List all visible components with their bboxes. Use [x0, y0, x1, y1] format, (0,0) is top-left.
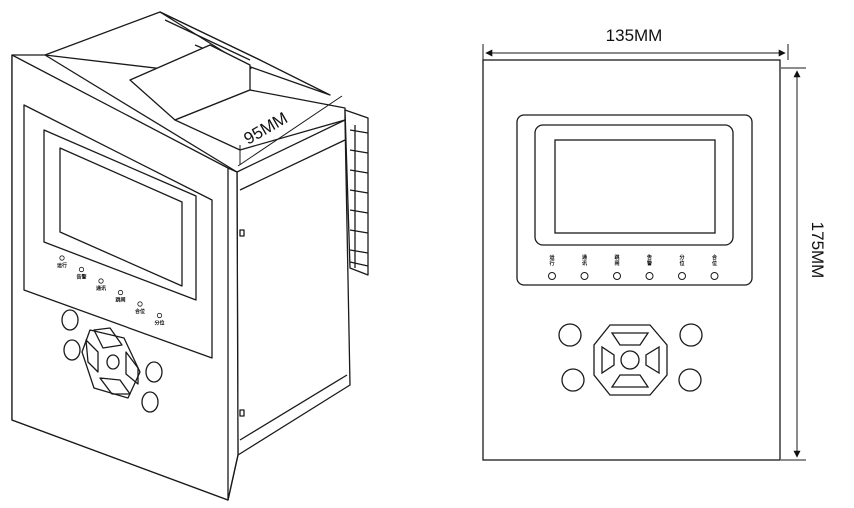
- iso-indicator-4: 合位: [134, 301, 145, 315]
- iso-indicator-label: 跳闸: [115, 297, 125, 304]
- indicator-led: [710, 272, 719, 280]
- dpad[interactable]: [593, 324, 668, 396]
- iso-indicator-0: 运行: [57, 255, 67, 269]
- indicator-label: 通讯: [582, 254, 587, 267]
- button-bottom-right[interactable]: [678, 368, 702, 392]
- front-keypad: [558, 323, 703, 396]
- iso-lcd-screen: [59, 147, 183, 287]
- iso-indicator-label: 通讯: [96, 285, 106, 292]
- indicator-label: 跳闸: [614, 254, 619, 267]
- indicator-0: 运行: [548, 254, 556, 280]
- indicator-label: 合位: [711, 254, 718, 267]
- indicator-3: 告警: [645, 254, 654, 280]
- dpad-center-key[interactable]: [620, 350, 640, 370]
- indicator-led: [580, 272, 589, 280]
- iso-dpad[interactable]: [81, 327, 141, 399]
- iso-indicator-label: 告警: [76, 274, 86, 281]
- iso-indicator-5: 分位: [154, 312, 165, 327]
- front-indicator-row: 运行 通讯 跳闸 告警 分位 合位: [548, 254, 719, 280]
- iso-indicator-led: [137, 301, 143, 307]
- button-bottom-left[interactable]: [561, 368, 585, 392]
- height-dimension: [781, 67, 806, 461]
- iso-button-top-left[interactable]: [61, 309, 79, 331]
- indicator-1: 通讯: [580, 254, 589, 280]
- dpad-down-key[interactable]: [610, 374, 650, 388]
- indicator-led: [678, 272, 686, 280]
- indicator-led: [645, 272, 654, 280]
- dpad-left-key[interactable]: [601, 345, 615, 375]
- indicator-label: 运行: [548, 254, 554, 267]
- housing-body: [44, 11, 369, 456]
- depth-dimension: [237, 95, 343, 167]
- iso-indicator-led: [156, 312, 163, 319]
- iso-indicator-led: [98, 278, 104, 284]
- iso-indicator-1: 告警: [76, 266, 87, 281]
- iso-keypad: [61, 309, 163, 413]
- iso-indicator-led: [117, 289, 124, 296]
- indicator-label: 告警: [646, 254, 652, 267]
- indicator-2: 跳闸: [613, 254, 621, 280]
- iso-button-bottom-right[interactable]: [141, 391, 159, 413]
- button-top-right[interactable]: [679, 323, 703, 347]
- front-lcd-screen: [554, 139, 716, 234]
- iso-button-bottom-left[interactable]: [63, 339, 81, 361]
- width-dimension-label: 135MM: [606, 26, 663, 45]
- dpad-right-key[interactable]: [645, 345, 660, 375]
- width-dimension: [482, 44, 789, 60]
- indicator-label: 分位: [679, 254, 684, 267]
- dpad-up-key[interactable]: [610, 332, 650, 346]
- indicator-4: 分位: [678, 254, 686, 280]
- front-view: 运行 通讯 跳闸 告警 分位 合位: [482, 44, 806, 461]
- indicator-led: [613, 272, 621, 280]
- terminal-fins: [344, 109, 369, 276]
- indicator-5: 合位: [710, 254, 719, 280]
- iso-indicator-label: 运行: [57, 262, 67, 269]
- indicator-led: [548, 272, 556, 280]
- iso-indicator-label: 分位: [154, 320, 164, 327]
- iso-indicator-led: [59, 255, 65, 261]
- button-top-left[interactable]: [558, 323, 582, 347]
- iso-indicator-led: [78, 266, 85, 273]
- iso-indicator-2: 通讯: [96, 278, 106, 292]
- iso-indicator-label: 合位: [134, 308, 145, 315]
- height-dimension-label: 175MM: [808, 222, 827, 279]
- iso-button-top-right[interactable]: [145, 361, 163, 383]
- iso-indicator-3: 跳闸: [115, 289, 126, 304]
